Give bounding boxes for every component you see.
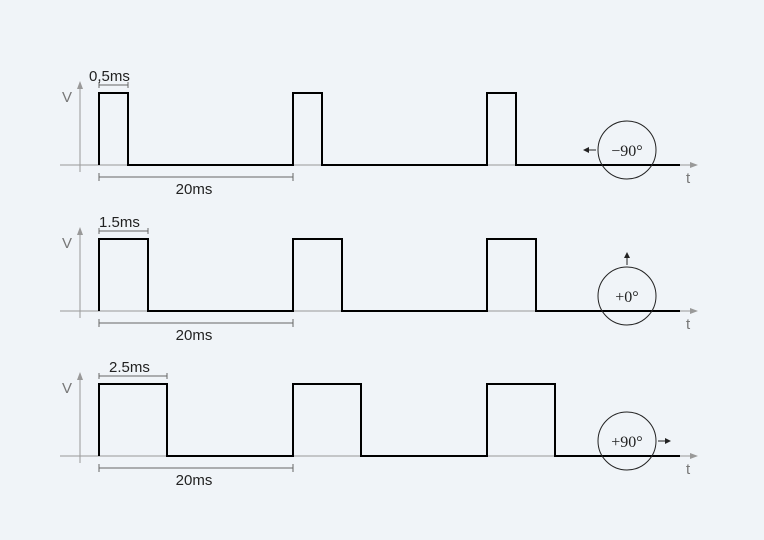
pulse-width-label: 1.5ms [99,214,140,231]
period-label: 20ms [176,327,213,344]
voltage-axis-arrowhead [77,227,83,235]
voltage-axis-arrowhead [77,372,83,380]
servo-dial [597,266,657,326]
servo-dial [597,120,657,180]
time-axis-label: t [686,170,691,187]
waveform-row-2 [60,227,698,327]
waveform-row-3 [60,372,698,472]
time-axis-arrowhead [690,162,698,168]
period-label: 20ms [176,472,213,489]
pwm-signal [98,92,680,166]
pwm-signal [98,383,680,457]
waveform-row-1 [60,81,698,181]
period-label: 20ms [176,181,213,198]
servo-angle-label: −90° [611,143,642,160]
time-axis-arrowhead [690,308,698,314]
voltage-axis-label: V [62,89,72,106]
servo-pointer-up-icon-head [624,252,630,258]
voltage-axis-label: V [62,380,72,397]
pulse-width-label: 2.5ms [109,359,150,376]
servo-pointer-right-icon-head [665,438,671,444]
time-axis-label: t [686,316,691,333]
servo-dial [597,411,657,471]
servo-angle-label: +0° [615,289,638,306]
time-axis-label: t [686,461,691,478]
time-axis-arrowhead [690,453,698,459]
servo-pointer-left-icon-head [583,147,589,153]
pulse-width-label: 0,5ms [89,68,130,85]
voltage-axis-arrowhead [77,81,83,89]
servo-angle-label: +90° [611,434,642,451]
pwm-signal [98,238,680,312]
voltage-axis-label: V [62,235,72,252]
